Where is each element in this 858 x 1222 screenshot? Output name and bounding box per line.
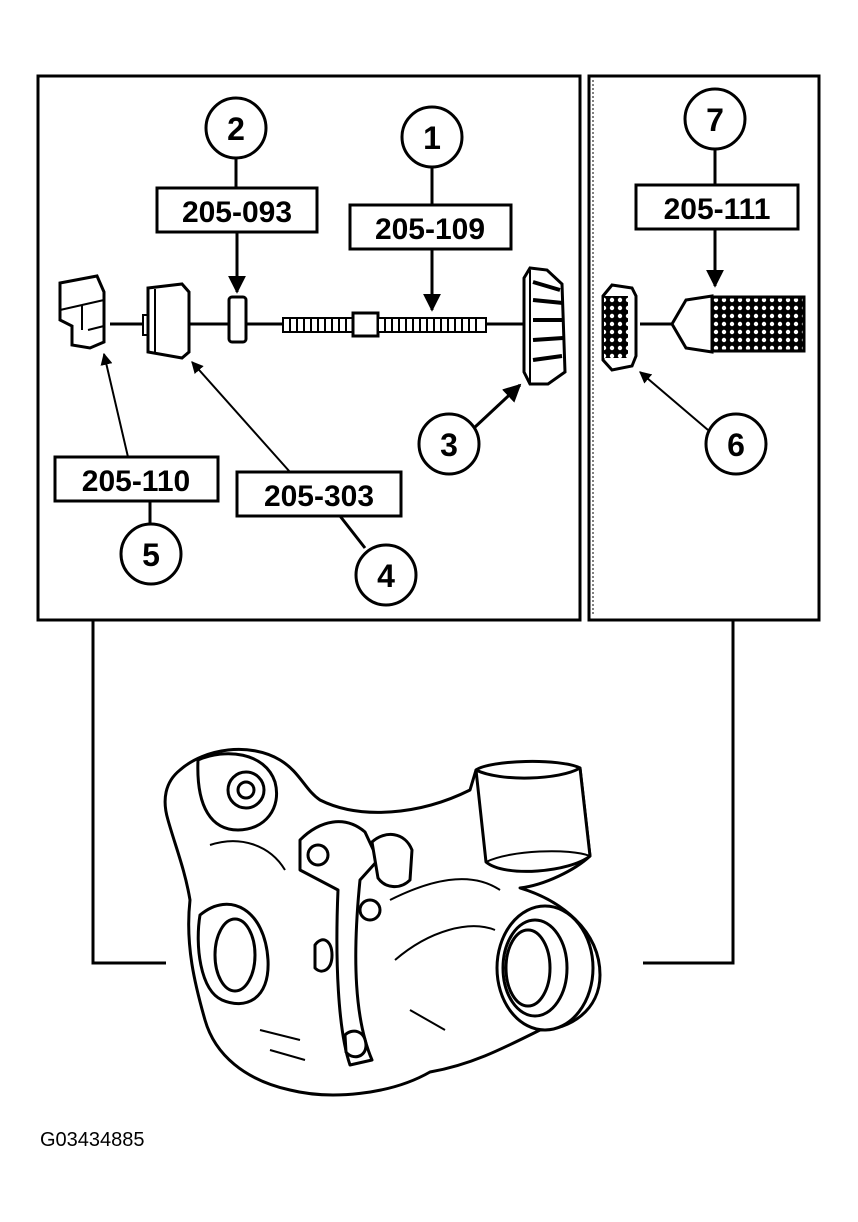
callout-4-circle <box>354 543 418 607</box>
callout-4-number: 4 <box>377 558 395 594</box>
left-tool-panel <box>36 74 582 622</box>
callout-5-number: 5 <box>142 537 160 573</box>
installer-7-part <box>670 294 806 354</box>
tool-label-205-111: 205-111 <box>664 193 771 226</box>
callout-3-number: 3 <box>440 427 458 463</box>
figure-id: G03434885 <box>40 1129 145 1151</box>
spacer-2-part <box>227 295 248 344</box>
left-panel-leader <box>91 620 166 965</box>
callout-5-circle <box>119 522 183 586</box>
callout-1-number: 1 <box>423 120 441 156</box>
tool-label-205-111-box <box>634 183 800 231</box>
tool-label-205-303-box <box>235 470 403 518</box>
tool-label-205-109-box <box>348 203 513 251</box>
tool-label-205-109: 205-109 <box>375 213 485 246</box>
callout-7-number: 7 <box>706 102 724 138</box>
adapter-5-part <box>58 274 106 350</box>
tool-label-205-110: 205-110 <box>82 465 190 498</box>
tool-label-205-303: 205-303 <box>264 480 374 513</box>
flanged-plate-3-part <box>522 266 567 386</box>
tool-label-205-110-box <box>53 455 220 503</box>
callout-2-number: 2 <box>227 111 245 147</box>
installer-cup-6-part <box>601 283 638 372</box>
callout-6-number: 6 <box>727 427 745 463</box>
forcing-screw-1-part <box>282 311 487 338</box>
tool-label-205-093-box <box>155 186 319 234</box>
callout-6-circle <box>704 412 768 476</box>
tool-label-205-093: 205-093 <box>182 196 292 229</box>
callout-3-circle <box>417 412 481 476</box>
receiver-cup-4-part <box>142 282 191 360</box>
knuckle-housing-illustration <box>163 747 602 1097</box>
right-panel-leader <box>643 620 735 965</box>
